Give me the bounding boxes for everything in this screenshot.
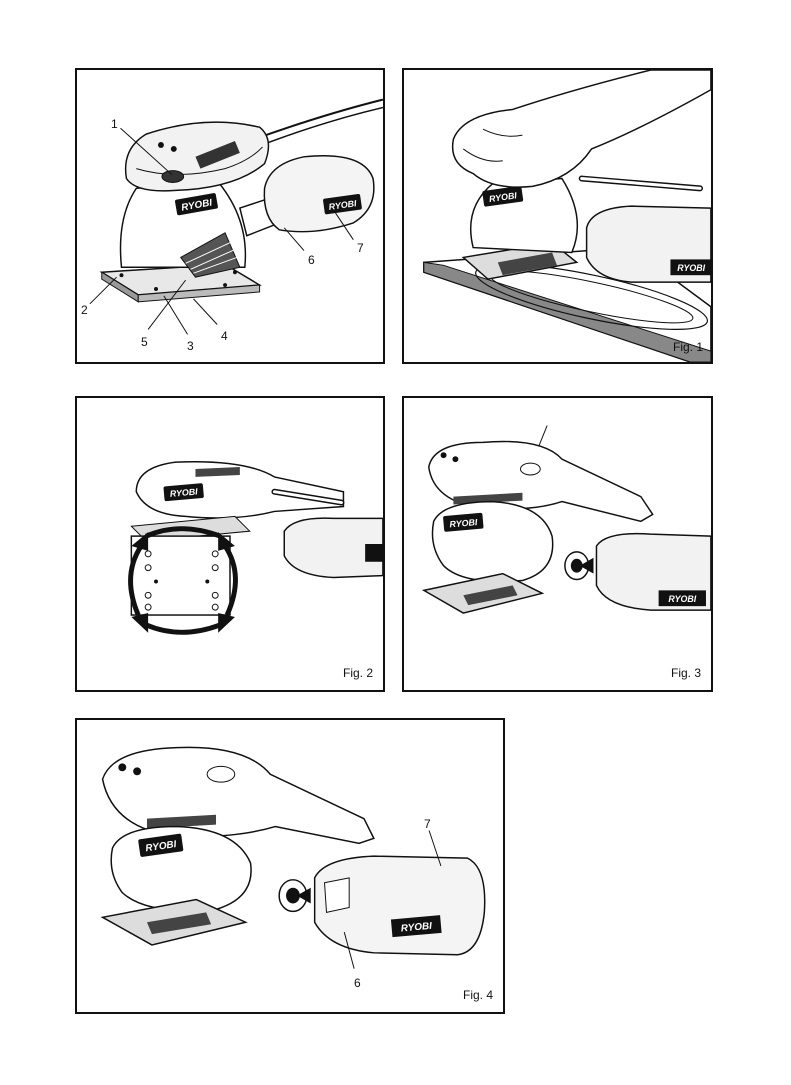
fig3-label: Fig. 3 bbox=[671, 666, 701, 680]
fig2-label: Fig. 2 bbox=[343, 666, 373, 680]
callout-4: 4 bbox=[221, 330, 228, 342]
callout-7: 7 bbox=[357, 242, 364, 254]
fig4-callout-6: 6 bbox=[354, 977, 361, 989]
logo-text: RYOBI bbox=[677, 263, 705, 273]
callout-5: 5 bbox=[141, 336, 148, 348]
callout-3: 3 bbox=[187, 340, 194, 352]
fig2-illustration: RYOBI bbox=[77, 398, 383, 690]
fig4-label: Fig. 4 bbox=[463, 988, 493, 1002]
callout-2: 2 bbox=[81, 304, 88, 316]
fig1-illustration: RYOBI RYOBI bbox=[404, 70, 711, 362]
logo-text: RYOBI bbox=[668, 594, 696, 604]
fig3-illustration: RYOBI RYOBI bbox=[404, 398, 711, 690]
fig2-panel: RYOBI Fig. 2 bbox=[75, 396, 385, 692]
overview-panel: RYOBI RYOBI 1 2 3 4 5 6 7 bbox=[75, 68, 385, 364]
fig4-illustration: RYOBI RYOBI bbox=[77, 720, 503, 1012]
fig4-callout-7: 7 bbox=[424, 818, 431, 830]
fig4-panel: RYOBI RYOBI 7 6 Fig. 4 bbox=[75, 718, 505, 1014]
callout-1: 1 bbox=[111, 118, 118, 130]
callout-6: 6 bbox=[308, 254, 315, 266]
fig1-panel: RYOBI RYOBI Fig. 1 bbox=[402, 68, 713, 364]
fig1-label: Fig. 1 bbox=[673, 340, 703, 354]
sander-overview-illustration: RYOBI RYOBI bbox=[77, 70, 383, 362]
fig3-panel: RYOBI RYOBI Fig. 3 bbox=[402, 396, 713, 692]
